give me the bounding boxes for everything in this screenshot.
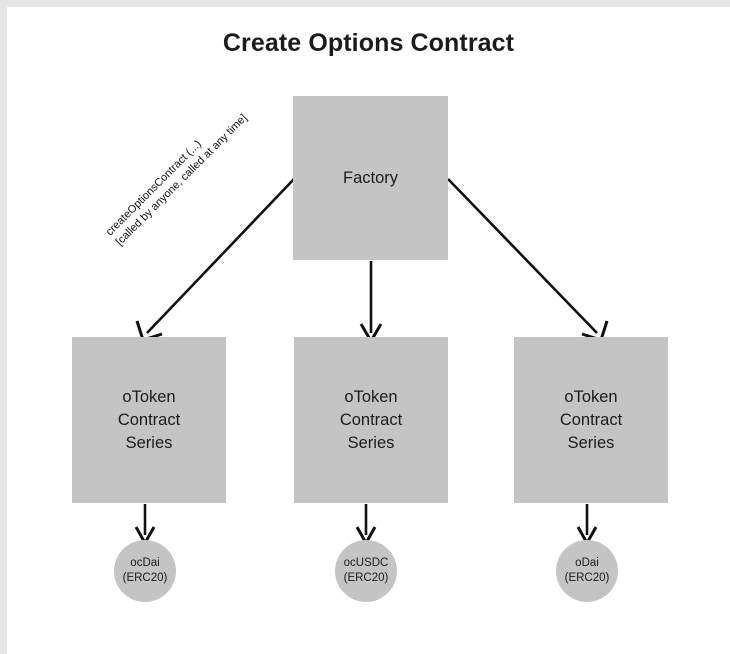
node-series-1-line-3: Series: [125, 433, 173, 452]
node-token-3-standard: (ERC20): [564, 572, 610, 584]
node-factory[interactable]: Factory: [293, 96, 448, 260]
node-token-2-standard: (ERC20): [343, 572, 389, 584]
edge-factory-to-series-1: [146, 178, 295, 334]
node-token-2-name: ocUSDC: [343, 557, 389, 569]
page-title: Create Options Contract: [222, 29, 515, 57]
node-series-1-line-1: oToken: [122, 387, 176, 406]
node-factory-label: Factory: [342, 168, 398, 187]
node-otoken-contract-series-3[interactable]: oToken Contract Series: [514, 337, 668, 503]
node-token-ocdai[interactable]: ocDai (ERC20): [114, 540, 176, 602]
node-token-3-name: oDai: [575, 557, 599, 569]
node-series-2-line-2: Contract: [339, 410, 403, 429]
node-token-1-standard: (ERC20): [122, 572, 168, 584]
node-token-1-name: ocDai: [130, 557, 160, 569]
node-series-3-line-3: Series: [567, 433, 615, 452]
node-otoken-contract-series-2[interactable]: oToken Contract Series: [294, 337, 448, 503]
edge-factory-to-series-3: [447, 178, 598, 334]
node-series-2-line-1: oToken: [344, 387, 398, 406]
node-token-odai[interactable]: oDai (ERC20): [556, 540, 618, 602]
node-series-2-line-3: Series: [347, 433, 395, 452]
node-series-3-line-2: Contract: [559, 410, 623, 429]
diagram-canvas: Create Options Contract: [7, 7, 730, 654]
node-otoken-contract-series-1[interactable]: oToken Contract Series: [72, 337, 226, 503]
node-token-ocusdc[interactable]: ocUSDC (ERC20): [335, 540, 397, 602]
node-series-3-line-1: oToken: [564, 387, 618, 406]
node-series-1-line-2: Contract: [117, 410, 181, 429]
create-options-contract-diagram: Create Options Contract: [7, 7, 730, 654]
